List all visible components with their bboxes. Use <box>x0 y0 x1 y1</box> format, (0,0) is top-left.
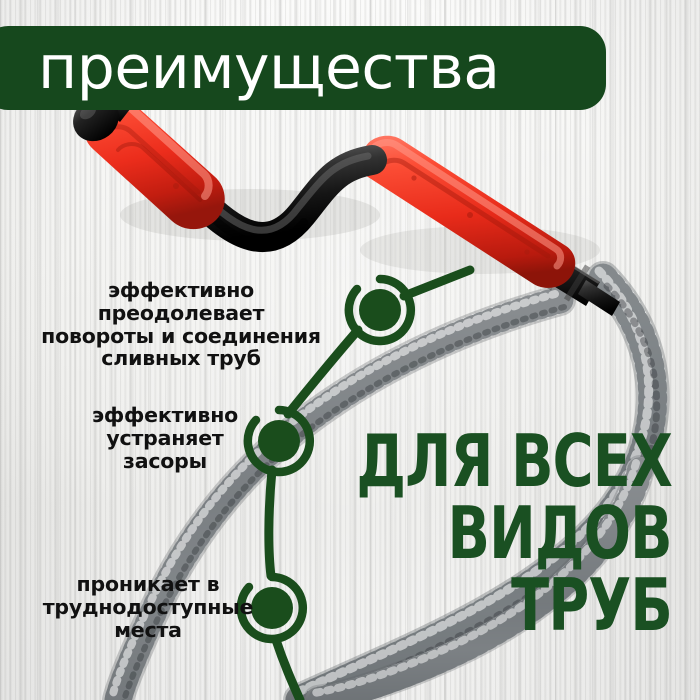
page-title: преимущества <box>38 33 500 103</box>
feature-line: эффективно преодолевает <box>97 278 265 325</box>
feature-line: засоры <box>123 448 207 473</box>
feature-line: сливных труб <box>101 346 261 371</box>
feature-text-3: проникает в труднодоступные места <box>28 573 268 641</box>
feature-line: повороты и соединения <box>41 323 321 348</box>
feature-text-2: эффективно устраняет засоры <box>50 404 280 472</box>
headline-line-2: ВИДОВ <box>447 491 673 575</box>
headline-line-1: ДЛЯ ВСЕХ <box>356 419 672 503</box>
cable-third-strand <box>303 455 655 700</box>
feature-marker-1 <box>344 274 416 346</box>
headline-line-3: ТРУБ <box>511 563 673 647</box>
feature-line: устраняет <box>106 425 224 450</box>
feature-line: труднодоступные <box>42 594 254 619</box>
feature-marker-2 <box>243 405 315 477</box>
feature-text-1: эффективно преодолевает повороты и соеди… <box>22 279 340 370</box>
header-banner: преимущества <box>0 26 606 110</box>
feature-line: проникает в <box>76 572 220 596</box>
feature-marker-3 <box>236 572 308 644</box>
feature-line: места <box>114 617 182 642</box>
feature-line: эффективно <box>91 403 239 427</box>
feature-connector <box>264 265 475 700</box>
